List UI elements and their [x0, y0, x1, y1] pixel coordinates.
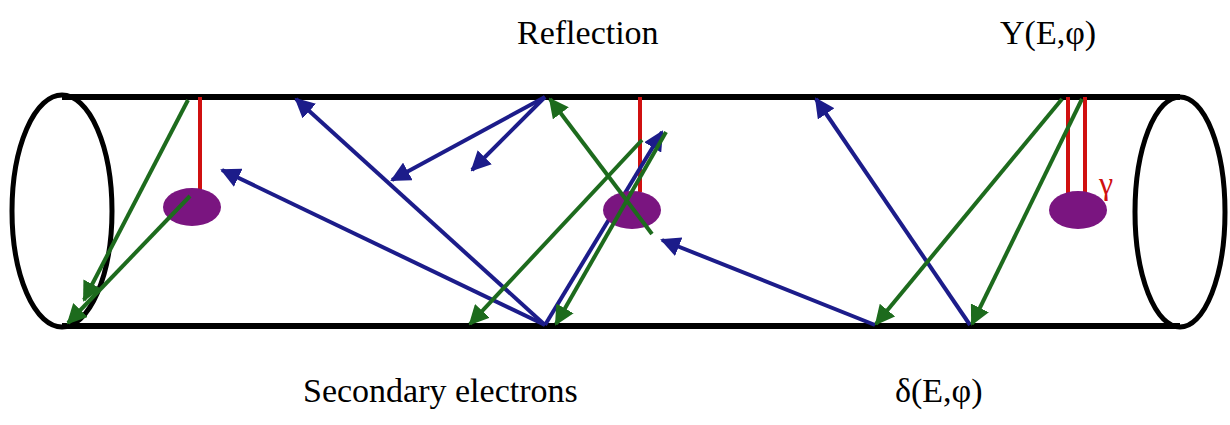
photoelectron-paths	[68, 99, 1082, 324]
reflection-label: Reflection	[517, 14, 659, 51]
pipe-end	[1135, 97, 1225, 327]
pipe-wall	[62, 323, 1180, 329]
photon-label: γ	[1099, 166, 1113, 201]
pipe-wall	[62, 94, 1180, 100]
sey-label: δ(E,φ)	[895, 372, 983, 409]
yield-label: Y(E,φ)	[1000, 14, 1096, 51]
photon-lines	[200, 97, 1085, 194]
secondary-label: Secondary electrons	[303, 372, 578, 409]
electron-paths	[222, 97, 970, 325]
